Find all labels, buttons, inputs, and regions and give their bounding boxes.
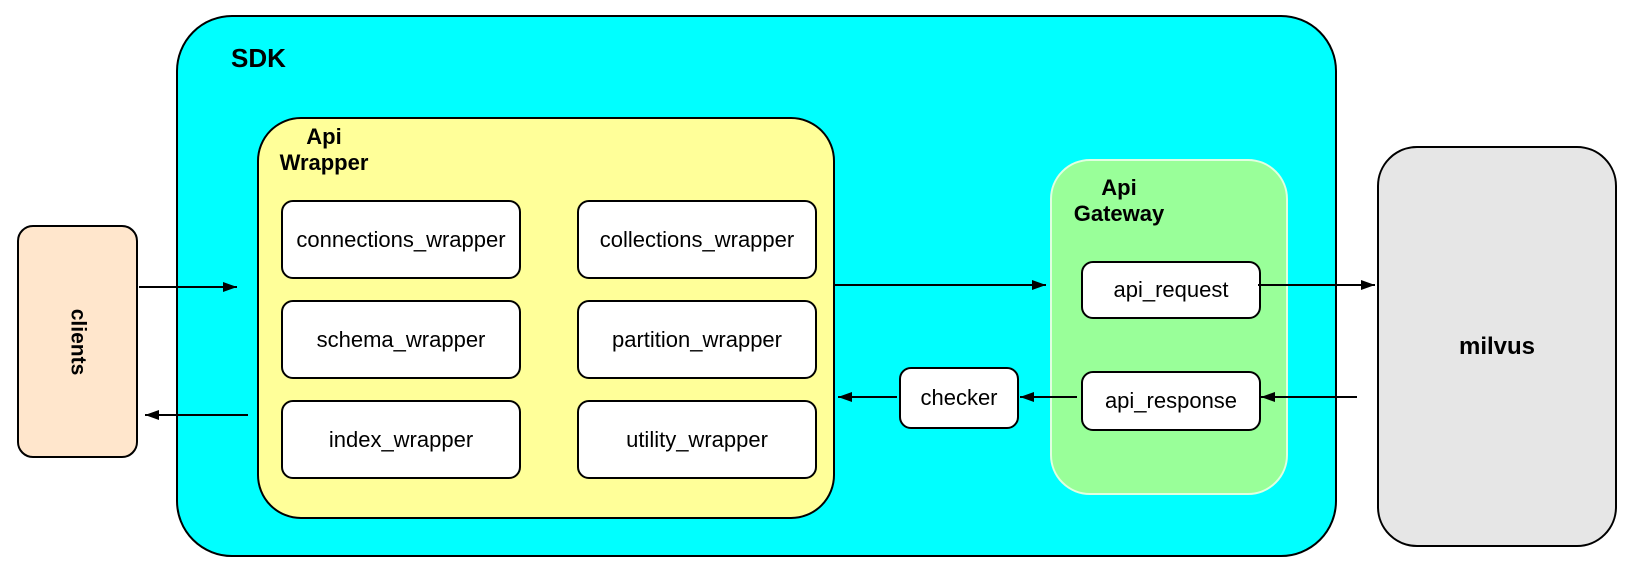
sdk-label: SDK	[231, 43, 286, 73]
api-wrapper-label-line1: Api	[306, 124, 342, 149]
api-wrapper-label-line2: Wrapper	[279, 150, 369, 175]
milvus-node: milvus	[1377, 146, 1617, 547]
clients-node: clients	[17, 225, 138, 458]
api-gateway-label: Api Gateway	[1058, 175, 1180, 227]
api-gateway-label-line1: Api	[1101, 175, 1137, 200]
node-utility-wrapper: utility_wrapper	[577, 400, 817, 479]
clients-label: clients	[66, 308, 90, 375]
api-gateway-label-line2: Gateway	[1073, 201, 1165, 226]
api-gateway-group: Api Gateway api_request api_response	[1050, 159, 1288, 495]
node-connections-wrapper: connections_wrapper	[281, 200, 521, 279]
api-wrapper-label: Api Wrapper	[265, 124, 383, 176]
node-partition-wrapper: partition_wrapper	[577, 300, 817, 379]
node-api-response: api_response	[1081, 371, 1261, 431]
api-wrapper-group: Api Wrapper connections_wrapper collecti…	[257, 117, 835, 519]
sdk-container: SDK Api Wrapper connections_wrapper coll…	[176, 15, 1337, 557]
node-collections-wrapper: collections_wrapper	[577, 200, 817, 279]
node-checker: checker	[899, 367, 1019, 429]
milvus-label: milvus	[1458, 332, 1536, 360]
node-schema-wrapper: schema_wrapper	[281, 300, 521, 379]
node-index-wrapper: index_wrapper	[281, 400, 521, 479]
node-api-request: api_request	[1081, 261, 1261, 319]
